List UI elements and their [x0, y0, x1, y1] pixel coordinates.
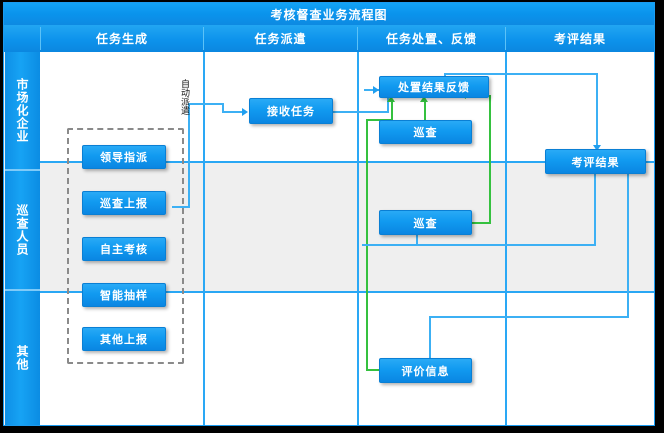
connector-feedback-to-result-v — [596, 73, 598, 149]
node-inspection-1[interactable]: 巡查 — [379, 120, 472, 144]
connector-evaluation-to-result-v — [627, 173, 629, 318]
connector-to-receive-task-drop — [222, 103, 224, 111]
connector-inspection1-up — [424, 99, 426, 121]
column-divider-2 — [357, 52, 359, 425]
header-divider — [505, 27, 506, 50]
header-divider — [357, 27, 358, 50]
node-evaluation-info[interactable]: 评价信息 — [379, 358, 472, 383]
header-divider — [203, 27, 204, 50]
column-divider-1 — [203, 52, 205, 425]
connector-inspection2-left — [362, 244, 418, 246]
row-divider-1 — [40, 161, 654, 163]
row-divider-2 — [40, 291, 654, 293]
connector-inspection2-to-result-v — [594, 173, 596, 246]
arrow-inspection1-into-feedback — [420, 96, 428, 102]
lane-market-enterprise-label: 市场化企业 — [5, 52, 40, 169]
arrow-left-feeder-into-feedback — [387, 96, 395, 102]
auto-dispatch-caption: 自动派遣 — [179, 79, 189, 115]
arrow-into-feedback — [373, 86, 379, 94]
node-handling-feedback[interactable]: 处置结果反馈 — [379, 76, 489, 98]
connector-inspection2-out — [470, 222, 491, 224]
connector-patrol-report-out — [172, 206, 190, 208]
lane-other-label: 其他 — [5, 291, 40, 425]
col-task-dispatch-header: 任务派遣 — [254, 32, 307, 46]
connector-to-receive-task — [188, 103, 224, 105]
lane-inspector-label: 巡查人员 — [5, 171, 40, 289]
connector-evaluation-up — [429, 316, 431, 369]
node-leader-assign[interactable]: 领导指派 — [82, 145, 166, 169]
connector-generation-collector — [188, 103, 190, 208]
col-task-handling-header: 任务处置、反馈 — [385, 32, 477, 46]
connector-left-feeder-stub — [391, 102, 393, 110]
connector-inspection2-up — [489, 95, 491, 224]
column-header-row: 任务生成 任务派遣 任务处置、反馈 考评结果 — [4, 25, 654, 52]
task-source-group — [67, 128, 184, 364]
node-patrol-report[interactable]: 巡查上报 — [82, 191, 166, 215]
node-assessment-result[interactable]: 考评结果 — [545, 149, 646, 174]
connector-left-feeder-up — [391, 107, 393, 121]
arrow-into-result-top — [593, 145, 601, 151]
lane-band-other — [40, 293, 654, 425]
connector-evaluation-out — [366, 369, 388, 371]
lane-divider — [5, 289, 40, 291]
lane-divider — [5, 169, 40, 171]
page-title: 考核督查业务流程图 — [4, 3, 654, 25]
node-other-report[interactable]: 其他上报 — [82, 327, 166, 351]
node-self-assessment[interactable]: 自主考核 — [82, 237, 166, 261]
connector-feedback-to-result-h — [444, 73, 598, 75]
node-smart-sampling[interactable]: 智能抽样 — [82, 283, 166, 307]
header-divider — [40, 27, 41, 50]
node-receive-task[interactable]: 接收任务 — [249, 98, 333, 124]
arrow-into-receive-task — [242, 108, 248, 116]
connector-inspection2-to-result-h — [416, 244, 596, 246]
col-assessment-result-header: 考评结果 — [553, 32, 606, 46]
col-task-generation-header: 任务生成 — [95, 32, 148, 46]
connector-receive-to-feedback-a — [332, 111, 389, 113]
connector-inspection2-down — [416, 235, 418, 246]
lane-band-inspector — [40, 163, 654, 291]
connector-into-receive-task — [222, 111, 244, 113]
lane-band-market-enterprise — [40, 52, 654, 161]
diagram-frame: 考核督查业务流程图 任务生成 任务派遣 任务处置、反馈 考评结果 市场化企业 巡… — [3, 2, 655, 426]
node-inspection-2[interactable]: 巡查 — [379, 210, 472, 235]
connector-evaluation-right — [429, 316, 629, 318]
column-divider-3 — [505, 52, 507, 425]
